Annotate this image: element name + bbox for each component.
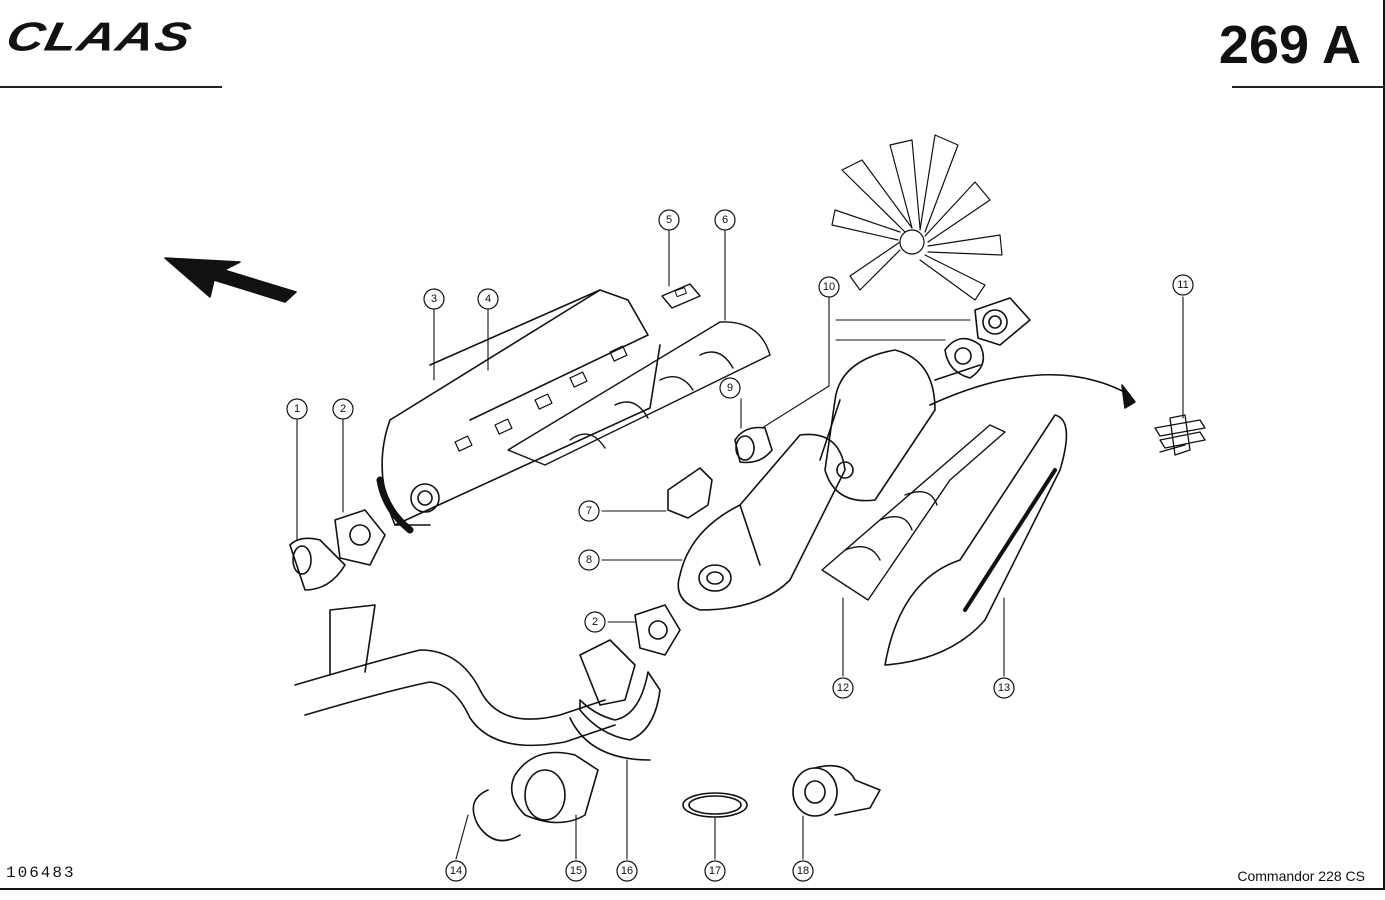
callout-label-6: 6 [722, 214, 728, 226]
sleeve-15-icon [510, 751, 599, 824]
callout-13 [993, 677, 1015, 699]
callout-label-7: 7 [586, 505, 592, 517]
callout-label-3: 3 [431, 293, 437, 305]
callout-label-2b: 2 [592, 616, 598, 628]
bracket-7-icon [667, 467, 713, 519]
heat-shield-13-icon [884, 414, 1068, 666]
heat-shield-6-icon [507, 321, 771, 466]
gasket-2-icon [334, 509, 386, 566]
pipe-sleeve-1-icon [289, 537, 346, 591]
callout-label-8: 8 [586, 554, 592, 566]
callout-15 [565, 860, 587, 882]
callout-label-10: 10 [823, 281, 835, 293]
muffler-8-icon [677, 433, 846, 611]
callout-label-2: 2 [340, 403, 346, 415]
page-number: 269 A [1218, 15, 1361, 75]
callout-4 [477, 288, 499, 310]
callout-10 [818, 276, 840, 298]
fan-icon [831, 134, 1003, 301]
callout-11 [1172, 274, 1194, 296]
callout-label-17: 17 [709, 865, 721, 877]
heat-shield-12-icon [821, 424, 1006, 601]
callout-label-4: 4 [485, 293, 491, 305]
callout-label-15: 15 [570, 865, 582, 877]
callout-17 [704, 860, 726, 882]
callout-1 [286, 398, 308, 420]
callout-circles [286, 209, 1194, 882]
rear-muffler-icon [819, 349, 981, 502]
flange-10-icon [944, 297, 1031, 379]
callout-14 [445, 860, 467, 882]
callout-label-18: 18 [797, 865, 809, 877]
callout-8 [578, 549, 600, 571]
clips-11-icon [1154, 414, 1206, 456]
callout-label-12: 12 [837, 682, 849, 694]
header-rule-left [0, 86, 222, 88]
band-clamp-16-icon [569, 671, 661, 761]
callout-9 [719, 377, 741, 399]
callout-16 [616, 860, 638, 882]
callout-label-16: 16 [621, 865, 633, 877]
callout-3 [423, 288, 445, 310]
callout-label-11: 11 [1177, 279, 1188, 291]
header-rule-right [1232, 86, 1385, 88]
ring-17-icon [682, 792, 748, 818]
callout-2 [332, 398, 354, 420]
exhaust-pipe-icon [294, 604, 636, 747]
callout-label-5: 5 [666, 214, 672, 226]
gasket-5-icon [661, 283, 701, 309]
clamp-9-icon [734, 426, 773, 464]
ring-14-icon [472, 789, 521, 842]
model-name: Commandor 228 CS [1237, 868, 1365, 884]
direction-arrow-icon [164, 257, 297, 303]
callout-7 [578, 500, 600, 522]
leader-lines [296, 230, 1184, 860]
callout-18 [792, 860, 814, 882]
callout-label-14: 14 [450, 865, 462, 877]
callout-label-9: 9 [727, 382, 733, 394]
callout-6 [714, 209, 736, 231]
callout-label-13: 13 [998, 682, 1010, 694]
callout-label-1: 1 [294, 403, 300, 415]
callout-12 [832, 677, 854, 699]
callout-2b [584, 611, 606, 633]
gasket-2b-icon [634, 604, 681, 656]
tape-roll-18-icon [792, 764, 881, 817]
callout-5 [658, 209, 680, 231]
upper-muffler-icon [376, 289, 661, 534]
curved-arrow-icon [929, 373, 1131, 406]
document-number: 106483 [6, 864, 76, 882]
